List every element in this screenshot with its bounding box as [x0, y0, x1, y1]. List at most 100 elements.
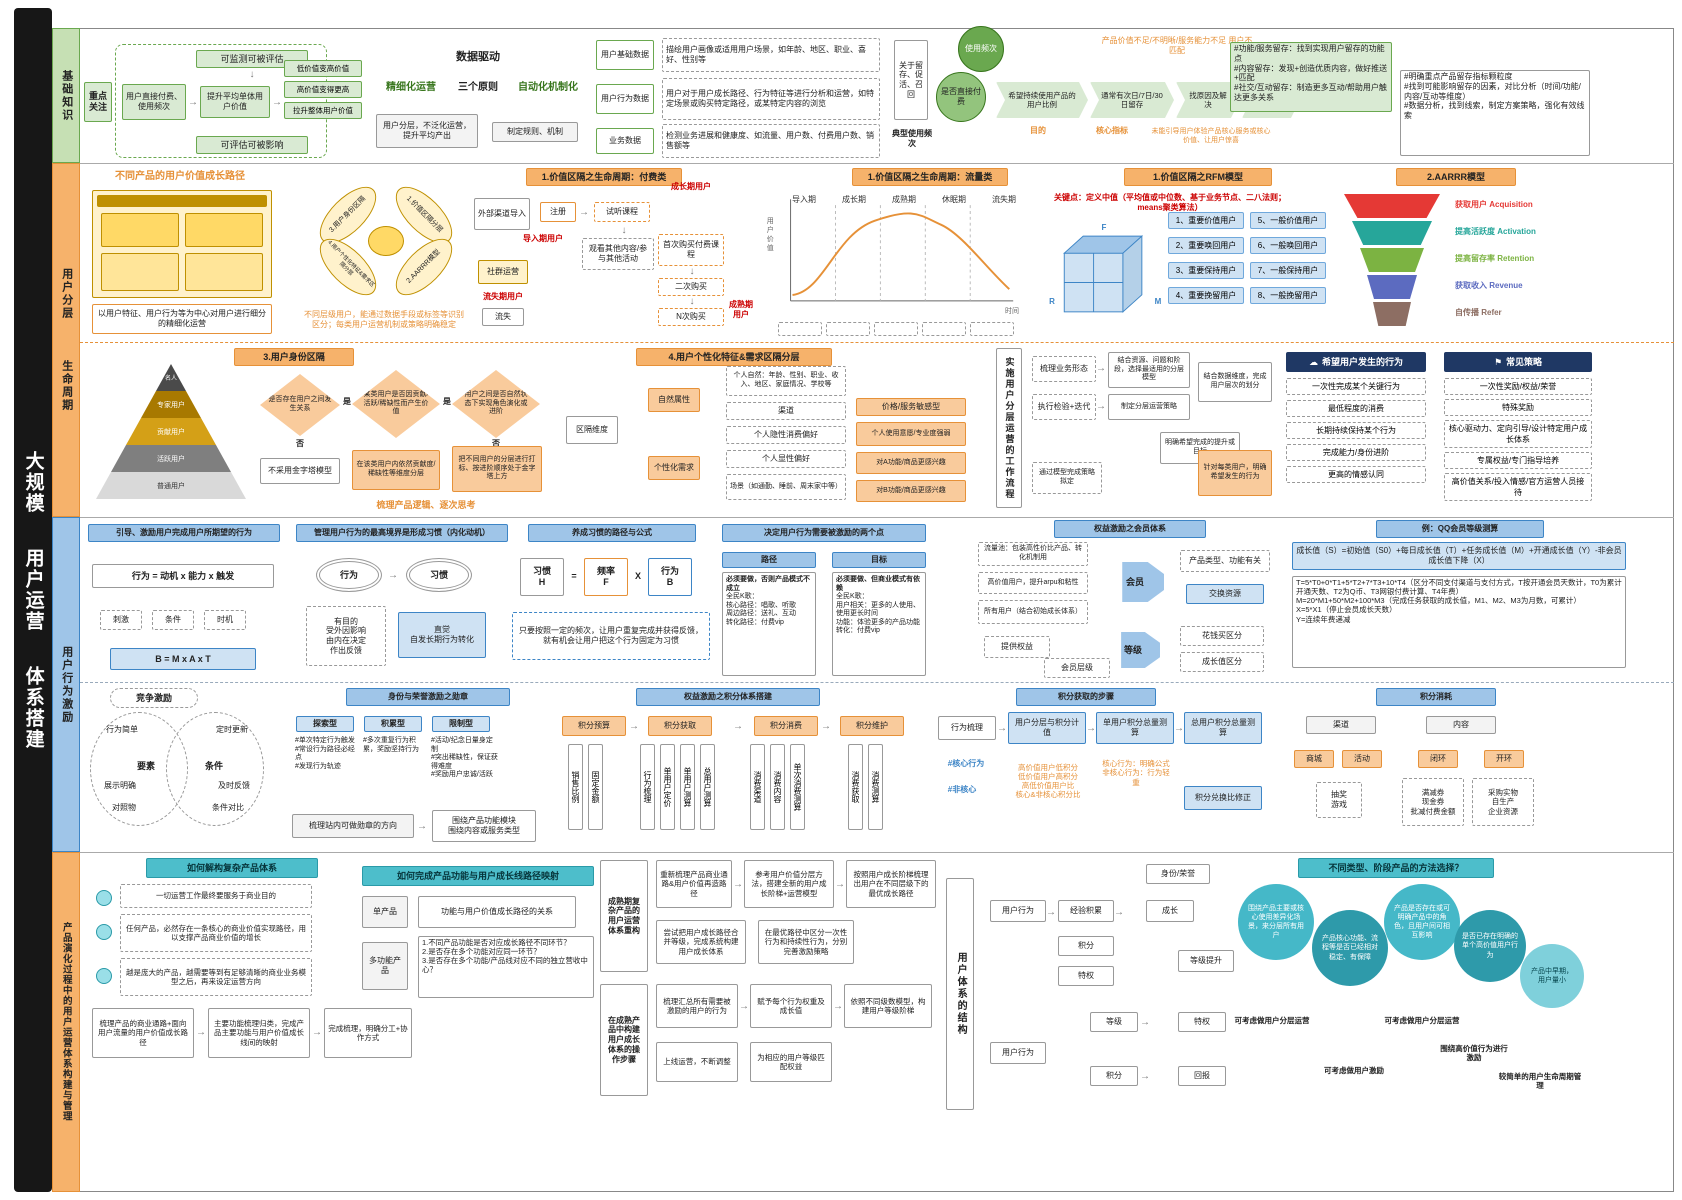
- dimension-box: 区隔维度: [566, 416, 618, 444]
- band-label-text: 用户行为激励: [60, 645, 73, 724]
- arrow-icon: [1140, 1016, 1150, 1028]
- assess-box: 可评估可被影响: [196, 136, 308, 154]
- medal-explore-notes: #单次特定行为触发 #常设行为路径必经点 #发现行为轨迹: [295, 737, 355, 770]
- rfm-user-type: 8、一般挽留用户: [1250, 287, 1326, 304]
- deconstruct-title: 如何解构复杂产品体系: [146, 858, 318, 878]
- mapping-title: 如何完成产品功能与用户成长线路径映射: [362, 866, 594, 886]
- gap-note: 未能引导用户体验产品核心服务或核心价值、让用户惊喜: [1151, 128, 1271, 144]
- points-item: 单用户定价: [660, 744, 675, 830]
- points-item: 行为梳理: [640, 744, 655, 830]
- three-principles-label: 三个原则: [458, 81, 498, 93]
- privilege-box: 特权: [1058, 966, 1114, 986]
- behavior-item: 最低程度的消费: [1286, 400, 1426, 417]
- activity-box: 活动: [1342, 750, 1382, 768]
- workflow-step-8: 针对每类用户，明确希望发生的行为: [1198, 450, 1272, 496]
- habit-right-note: 直觉 自发长期行为转化: [398, 612, 486, 658]
- arrow-icon: [187, 96, 199, 108]
- points-note-value: 高价值用户低积分 低价值用户高积分 高低价值用户比 核心&非核心积分比: [1015, 762, 1081, 800]
- behavior-oval: 行为: [316, 558, 382, 592]
- strategies-title: 常见策略: [1506, 356, 1543, 367]
- rfm-user-type: 2、重要唤回用户: [1168, 237, 1244, 254]
- compete-item: 定时更新: [216, 725, 248, 735]
- bmat-box: B = M x A x T: [110, 648, 256, 670]
- arrow-icon: [739, 1000, 749, 1012]
- arrow-icon: [578, 206, 590, 218]
- workflow-step-5: 结合数据维度，完成用户层次的划分: [1198, 362, 1272, 402]
- guide-title: 引导、激励用户完成用户所期望的行为: [88, 524, 280, 542]
- equals-sign: =: [571, 570, 577, 581]
- frequency-f-box: 频率 F: [584, 558, 628, 596]
- points2-box: 积分: [1090, 1066, 1138, 1086]
- grade-upgrade-box: 等级提升: [1178, 950, 1234, 972]
- compete-item: 及时反馈: [218, 781, 250, 791]
- second-buy-box: 二次购买: [658, 278, 724, 296]
- layer-note-box: 用户分层，不泛化运营，提升平均产出: [376, 114, 478, 148]
- no-pyramid-box: 不采用金字塔模型: [260, 458, 340, 484]
- workflow-step-4: 制定分层运营策略: [1108, 394, 1190, 420]
- pay-freq-box: 用户直接付费、使用频次: [122, 84, 186, 120]
- behavior-item: 长期持续保持某个行为: [1286, 422, 1426, 439]
- choose-bubble-4: 是否已存在明确的单个高价值用户行为: [1454, 910, 1526, 982]
- focus-group-frame: [115, 44, 327, 158]
- mall-items-box: 抽奖 游戏: [1316, 782, 1362, 818]
- path-detail: 全民K歌： 核心路径：唱歌、听歌 周边路径：送礼、互动 转化路径：付费vip: [726, 593, 796, 626]
- choose-answer-5: 较简单的用户生命周期管理: [1498, 1071, 1582, 1090]
- choose-bubble-2: 产品核心功能、流程等是否已经相对稳定、有保障: [1312, 910, 1388, 986]
- rfm-axis-m: M: [1154, 297, 1162, 307]
- main-title-bar: 大规模 用户运营 体系搭建: [14, 8, 52, 1192]
- single-product-box: 单产品: [362, 896, 408, 928]
- desired-behaviors-list: 一次性完成某个关键行为最低程度的消费长期持续保持某个行为完成能力/身份进阶更高的…: [1286, 378, 1426, 483]
- direct-pay-circle: 是否直接付费: [936, 72, 986, 122]
- reward-box: 回报: [1178, 1066, 1226, 1086]
- lifecycle-stages: 导入期成长期成熟期休眠期流失期: [792, 194, 1016, 205]
- lifecycle-x-axis: 时间: [1005, 307, 1019, 315]
- path-box: 必须要做，否则产品模式不成立 全民K歌： 核心路径：唱歌、听歌 周边路径：送礼、…: [722, 572, 816, 676]
- open-loop-box: 开环: [1484, 750, 1524, 768]
- n-buy-box: N次购买: [658, 308, 724, 326]
- trigger-timing-box: 时机: [204, 610, 246, 630]
- behavior-item: 更高的情感认同: [1286, 466, 1426, 483]
- mature-stage-label: 成熟期用户: [729, 300, 753, 319]
- retention-flow-step: 通常有次日/7日/30日留存: [1090, 82, 1174, 118]
- choose-answer-3: 可考虑做用户分层运营: [1384, 1016, 1460, 1026]
- deconstruct-item-3: 越是庞大的产品，越需要等到有足够清晰的商业业务模型之后，再来设定运营方向: [120, 958, 312, 996]
- build-steps-title-box: 在成熟产品中构建用户成长体系的操作步骤: [600, 984, 648, 1096]
- need-item-feature-a: 对A功能/商品更感兴趣: [856, 452, 966, 474]
- points-acquire-head: 积分获取: [648, 716, 712, 736]
- habit-title: 管理用户行为的最高境界是形成习惯（内化动机）: [296, 524, 508, 542]
- arrow-icon: [628, 720, 640, 732]
- compete-item: 展示明确: [104, 781, 136, 791]
- personal-title: 4.用户个性化特征&需求区隔分层: [636, 348, 832, 366]
- aarrr-label-acquisition: 获取用户 Acquisition: [1455, 200, 1533, 210]
- aarrr-label-retention: 提高留存率 Retention: [1455, 254, 1535, 264]
- nature-item-scene: 场景（如通勤、睡前、周末家中等）: [726, 474, 846, 500]
- band-label-basics: 基础知识: [52, 28, 80, 163]
- provide-rights-box: 提供权益: [984, 636, 1050, 658]
- funnel-level: [1373, 302, 1411, 326]
- points-maintain-items: 消费获取消费测算: [848, 744, 883, 830]
- mark-layer-box: 把不同用户的分层进行打标、按进阶顺序处于金字塔上方: [452, 446, 542, 492]
- target-detail: 全民K歌： 用户相关：更多的人使用、使用更长时间 功能：体验更多的产品功能 转化…: [836, 593, 920, 635]
- rebuild-title-box: 成熟期复杂产品的用户运营体系重构: [600, 860, 648, 972]
- nature-item-demographics: 个人自然：年龄、性别、职业、收入、地区、家庭情况、学校等: [726, 366, 846, 396]
- user-structure-title-text: 用户体系的结构: [955, 952, 967, 1036]
- points-box: 积分: [1058, 936, 1114, 956]
- step-icon: [96, 968, 112, 984]
- arrow-icon: [1140, 1070, 1150, 1082]
- qq-formula-box: 成长值（S）=初始值（S0）+每日成长值（T）+任务成长值（M）+开通成长值（Y…: [1292, 542, 1626, 570]
- band-label-segmentation: 用户分层 生命周期: [52, 163, 80, 517]
- consume-content-box: 内容: [1426, 716, 1496, 734]
- path-subheader: 路径: [722, 552, 816, 568]
- rule-note-box: 制定规则、机制: [492, 122, 578, 142]
- traffic-pool-box: 流量池：包装高性价比产品、转化机制用: [978, 542, 1088, 566]
- medal-limited-notes: #活动/纪念日量身定制 #突出稀缺性，保证获得难度 #奖励用户忠诚/活跃: [431, 737, 498, 779]
- compete-item: 行为简单: [106, 725, 138, 735]
- need-item-willingness: 个人使用意愿/专业度强弱: [856, 422, 966, 446]
- growth-differentiation-box: 成长值区分: [1180, 652, 1264, 672]
- trigger-condition-box: 条件: [152, 610, 194, 630]
- band-label-text: 基础知识: [60, 69, 73, 122]
- step-icon: [96, 890, 112, 906]
- business-data-desc: 检测业务进展和健康度、如流量、用户数、付费用户数、销售额等: [662, 124, 880, 158]
- arrow-icon: [1096, 362, 1106, 374]
